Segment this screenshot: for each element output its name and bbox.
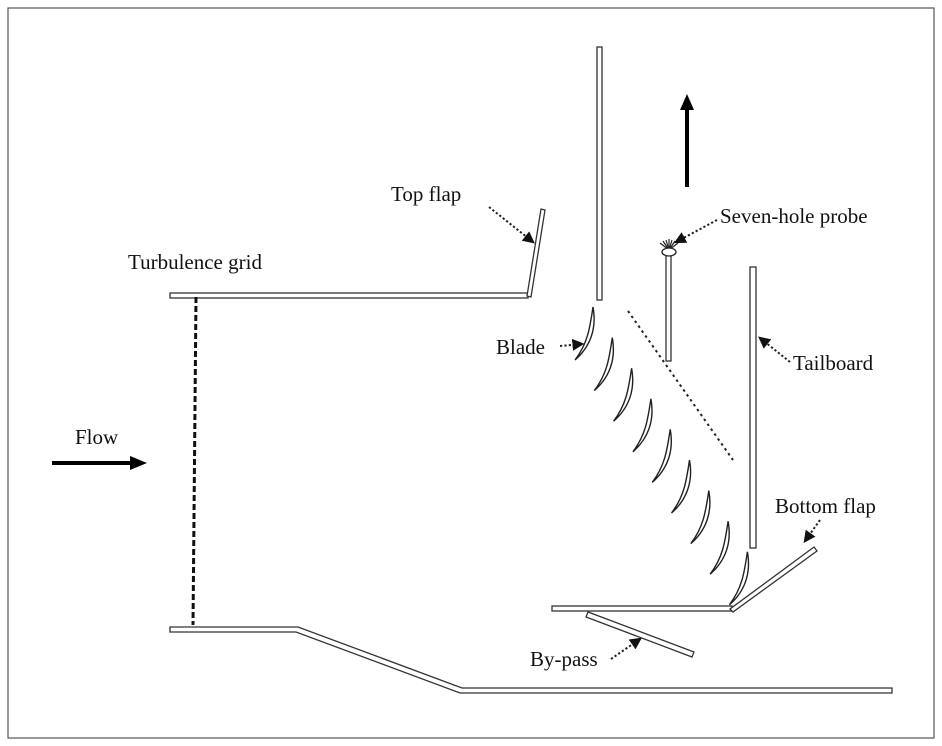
flow-label: Flow [75, 425, 119, 449]
top-flap [526, 208, 546, 298]
exit-flow-arrow [680, 94, 694, 187]
blade-6 [670, 459, 692, 514]
blade-8 [709, 521, 730, 575]
seven-hole-probe-leader [673, 219, 718, 244]
blade-label: Blade [496, 335, 545, 359]
tailboard [749, 266, 757, 549]
probe-traverse-line [627, 310, 734, 461]
bottom-flap-label: Bottom flap [775, 494, 876, 518]
blade-exit-wall [596, 46, 603, 301]
bottom-wall [169, 626, 893, 694]
by-pass-duct [585, 611, 695, 658]
seven-hole-probe-label: Seven-hole probe [720, 204, 868, 228]
flow-arrow [52, 456, 147, 470]
blade-cascade [574, 306, 750, 606]
top-flap-label: Top flap [391, 182, 461, 206]
by-pass-label: By-pass [530, 647, 598, 671]
blade-1 [574, 306, 595, 361]
blade-9 [728, 551, 750, 606]
seven-hole-probe [659, 239, 679, 362]
bottom-flap [729, 546, 818, 613]
top-wall [169, 292, 529, 299]
blade-3 [613, 368, 634, 422]
by-pass-leader [610, 637, 642, 660]
blade-7 [690, 490, 711, 545]
blade-4 [632, 398, 653, 453]
turbulence-grid-label: Turbulence grid [128, 250, 262, 274]
bottom-platform [551, 605, 733, 612]
blade-leader [559, 338, 585, 351]
turbulence-grid [191, 296, 198, 626]
figure-frame [7, 7, 935, 739]
blade-2 [593, 337, 614, 392]
blade-5 [651, 429, 672, 483]
tailboard-label: Tailboard [793, 351, 874, 375]
tailboard-leader [758, 336, 791, 363]
bottom-flap-leader [803, 519, 821, 543]
top-flap-leader [488, 206, 535, 244]
